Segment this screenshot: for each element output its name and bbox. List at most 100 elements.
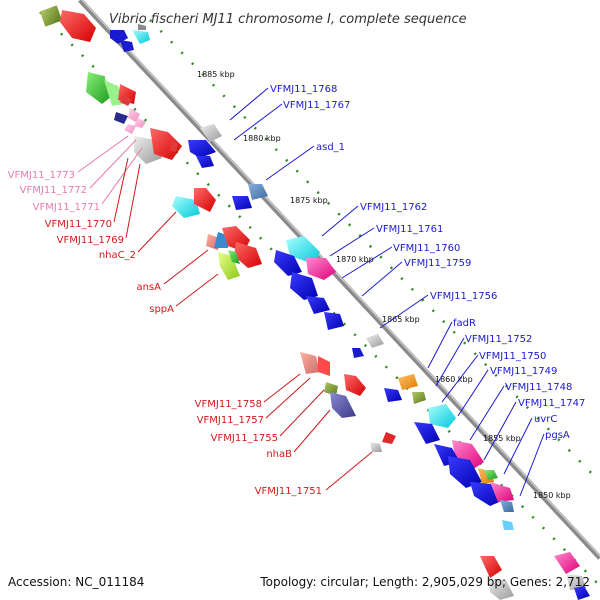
gene-block (218, 252, 240, 280)
gene-label: VFMJ11_1772 (20, 185, 87, 196)
gene-block (228, 250, 240, 264)
gene-block (86, 72, 112, 104)
left-gene-labels: VFMJ11_1773 VFMJ11_1772 VFMJ11_1771 VFMJ… (8, 170, 322, 497)
gene-block (194, 188, 216, 212)
gene-label: nhaB (266, 449, 292, 460)
gene-label: VFMJ11_1771 (33, 202, 100, 213)
leader-line (361, 261, 403, 297)
gene-block (306, 296, 330, 314)
gene-block (196, 156, 214, 168)
gene-label: pgsA (545, 430, 570, 441)
gene-block (120, 40, 134, 52)
gene-block (470, 482, 504, 506)
leader-line (379, 294, 429, 329)
gene-label: VFMJ11_1769 (57, 235, 124, 246)
leader-line (229, 87, 269, 121)
gene-block (150, 128, 182, 160)
gene-block (138, 24, 146, 30)
gene-block (412, 392, 426, 404)
gene-block (132, 30, 150, 44)
gene-block (480, 556, 502, 578)
gene-block (574, 586, 590, 600)
right-gene-labels: VFMJ11_1768 VFMJ11_1767 asd_1 VFMJ11_176… (270, 84, 585, 441)
gene-block (274, 250, 302, 276)
gene-block (398, 374, 418, 390)
gene-label: VFMJ11_1747 (518, 398, 585, 409)
gene-block (414, 422, 440, 444)
gene-label: VFMJ11_1767 (283, 100, 350, 111)
tick-label: 1855 kbp (483, 434, 521, 443)
gene-label: VFMJ11_1762 (360, 202, 427, 213)
gene-block (120, 94, 132, 106)
gene-label: uvrC (534, 414, 557, 425)
gene-block (330, 392, 356, 418)
gene-label: VFMJ11_1749 (490, 366, 557, 377)
gene-block (488, 578, 514, 600)
gene-label: VFMJ11_1758 (195, 399, 262, 410)
leader-line (427, 321, 453, 369)
left-strand-genes (39, 5, 514, 600)
gene-label: VFMJ11_1760 (393, 243, 460, 254)
gene-block (344, 374, 366, 396)
leader-line (441, 354, 479, 403)
gene-label: VFMJ11_1768 (270, 84, 337, 95)
inner-track-guide (149, 19, 600, 483)
leader-line (321, 205, 359, 237)
gene-label: VFMJ11_1773 (8, 170, 75, 181)
gene-block (448, 456, 482, 488)
leader-line (113, 157, 129, 223)
right-leader-lines (229, 87, 545, 497)
gene-block (200, 124, 222, 142)
leader-line (265, 145, 315, 181)
leader-line (503, 417, 533, 475)
leader-line (279, 389, 325, 437)
gene-label: asd_1 (316, 142, 345, 153)
leader-line (293, 409, 331, 453)
gene-label: VFMJ11_1751 (255, 486, 322, 497)
gene-block (39, 5, 63, 27)
leader-line (263, 373, 301, 403)
gene-block (172, 196, 200, 218)
gene-block (170, 140, 178, 152)
leader-line (483, 401, 517, 461)
gene-block (554, 552, 580, 574)
gene-label: nhaC_2 (99, 250, 136, 261)
leader-line (469, 385, 505, 441)
leader-line (89, 139, 137, 189)
leader-line (125, 163, 141, 239)
tick-label: 1870 kbp (336, 255, 374, 264)
gene-label: ansA (136, 282, 161, 293)
gene-label: sppA (149, 304, 174, 315)
gene-block (324, 312, 344, 330)
gene-block (382, 432, 396, 444)
gene-block (366, 334, 384, 348)
leader-line (435, 337, 465, 387)
gene-block (234, 242, 262, 268)
gene-block (428, 404, 456, 428)
gene-label: VFMJ11_1750 (479, 351, 546, 362)
leader-line (341, 246, 393, 279)
tick-label: 1865 kbp (382, 315, 420, 324)
leader-line (77, 135, 129, 173)
gene-block (124, 124, 136, 134)
gene-block (484, 470, 498, 480)
gene-block (566, 574, 586, 590)
gene-block (300, 352, 320, 374)
leader-line (329, 227, 375, 257)
gene-block (60, 10, 96, 42)
leader-line (163, 249, 209, 285)
topology-text: Topology: circular; Length: 2,905,029 bp… (259, 575, 590, 589)
gene-block (128, 108, 140, 122)
gene-block (370, 442, 382, 452)
gene-label: fadR (453, 318, 476, 329)
leader-line (519, 433, 545, 497)
gene-block (248, 184, 268, 200)
tick-labels: 1885 kbp 1880 kbp 1875 kbp 1870 kbp 1865… (197, 70, 571, 500)
gene-label: VFMJ11_1752 (465, 334, 532, 345)
leader-line (137, 211, 177, 253)
tick-label: 1875 kbp (290, 196, 328, 205)
leader-line (233, 103, 283, 141)
tick-label: 1885 kbp (197, 70, 235, 79)
gene-label: VFMJ11_1755 (211, 433, 278, 444)
